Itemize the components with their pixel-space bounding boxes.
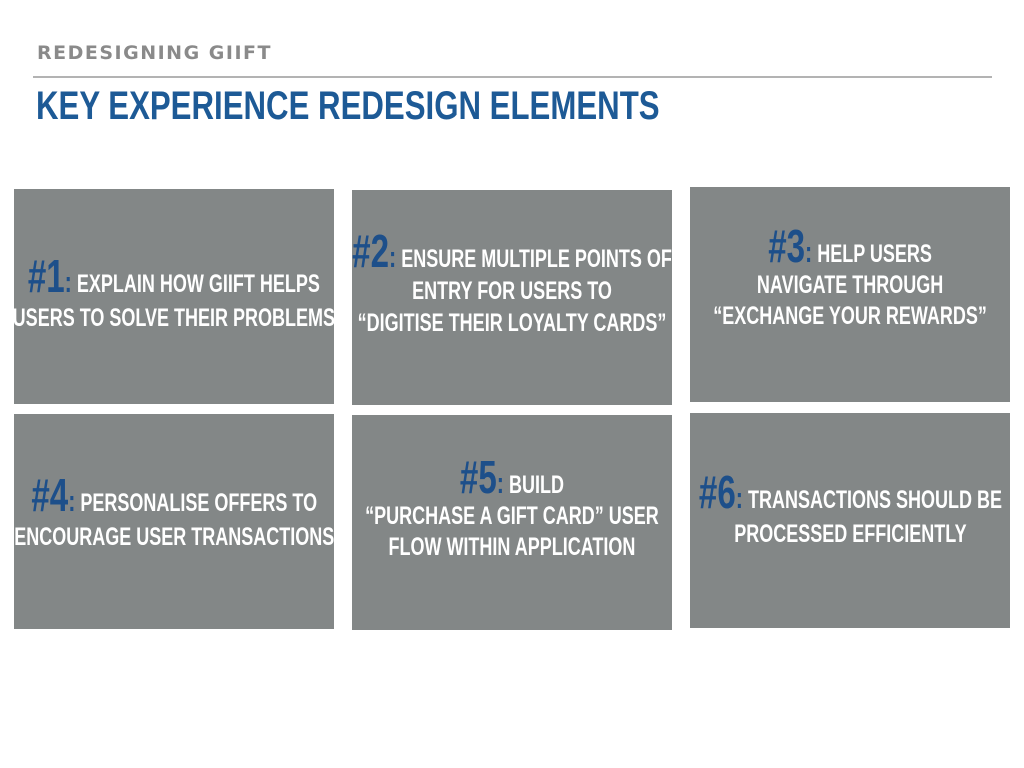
card-6-text: #6: TRANSACTIONS SHOULD BE PROCESSED EFF… [698, 469, 1002, 551]
card-3: #3: HELP USERS NAVIGATE THROUGH “EXCHANG… [690, 187, 1010, 402]
card-4-text: #4: PERSONALISE OFFERS TO ENCOURAGE USER… [13, 472, 335, 554]
card-5-heading: BUILD [504, 471, 565, 499]
header-divider [33, 76, 992, 78]
card-5-line-1: #5: BUILD [365, 454, 659, 501]
card-1-heading: EXPLAIN HOW GIIFT HELPS [72, 269, 321, 298]
card-5-line-2: “PURCHASE A GIFT CARD” USER [365, 502, 659, 530]
card-6-line-2: PROCESSED EFFICIENTLY [733, 519, 967, 548]
card-6-line-1: #6: TRANSACTIONS SHOULD BE [698, 469, 1002, 517]
card-2-colon: : [388, 241, 397, 274]
card-6-heading: TRANSACTIONS SHOULD BE [742, 485, 1002, 514]
card-1-line-1: #1: EXPLAIN HOW GIIFT HELPS [13, 253, 335, 301]
card-3-number: #3 [768, 220, 805, 272]
card-2-line-1: #2: ENSURE MULTIPLE POINTS OF [352, 228, 672, 275]
card-1-colon: : [64, 265, 73, 299]
card-3-line-3: “EXCHANGE YOUR REWARDS” [713, 302, 987, 330]
card-2: #2: ENSURE MULTIPLE POINTS OF ENTRY FOR … [352, 190, 672, 405]
card-1-text: #1: EXPLAIN HOW GIIFT HELPS USERS TO SOL… [12, 253, 336, 335]
card-4-number: #4 [31, 468, 68, 521]
card-6-number: #6 [698, 465, 736, 518]
card-3-colon: : [804, 236, 813, 269]
card-4: #4: PERSONALISE OFFERS TO ENCOURAGE USER… [14, 414, 334, 629]
card-3-line-2: NAVIGATE THROUGH [756, 271, 944, 299]
card-2-line-2: ENTRY FOR USERS TO [412, 277, 612, 305]
slide-title: KEY EXPERIENCE REDESIGN ELEMENTS [36, 84, 660, 128]
card-3-text: #3: HELP USERS NAVIGATE THROUGH “EXCHANG… [713, 223, 987, 332]
card-5: #5: BUILD “PURCHASE A GIFT CARD” USER FL… [352, 415, 672, 630]
card-5-line-3: FLOW WITHIN APPLICATION [388, 533, 636, 561]
card-1-line-2: USERS TO SOLVE THEIR PROBLEMS [12, 303, 336, 332]
card-4-line-2: ENCOURAGE USER TRANSACTIONS [13, 522, 335, 551]
card-5-colon: : [496, 467, 505, 500]
card-6: #6: TRANSACTIONS SHOULD BE PROCESSED EFF… [690, 413, 1010, 628]
section-label: REDESIGNING GIIFT [37, 42, 272, 64]
card-2-line-3: “DIGITISE THEIR LOYALTY CARDS” [357, 309, 667, 337]
card-4-heading: PERSONALISE OFFERS TO [75, 488, 317, 517]
card-3-heading: HELP USERS [812, 240, 932, 268]
card-2-number: #2 [352, 225, 389, 277]
card-4-line-1: #4: PERSONALISE OFFERS TO [14, 472, 334, 520]
card-5-text: #5: BUILD “PURCHASE A GIFT CARD” USER FL… [365, 454, 659, 563]
card-5-number: #5 [459, 451, 497, 503]
card-4-colon: : [67, 484, 76, 518]
card-1-number: #1 [27, 249, 65, 302]
card-2-text: #2: ENSURE MULTIPLE POINTS OF ENTRY FOR … [352, 228, 672, 339]
card-6-colon: : [735, 481, 743, 515]
card-2-heading: ENSURE MULTIPLE POINTS OF [396, 245, 672, 273]
card-1: #1: EXPLAIN HOW GIIFT HELPS USERS TO SOL… [12, 189, 336, 404]
card-3-line-1: #3: HELP USERS [713, 223, 987, 270]
